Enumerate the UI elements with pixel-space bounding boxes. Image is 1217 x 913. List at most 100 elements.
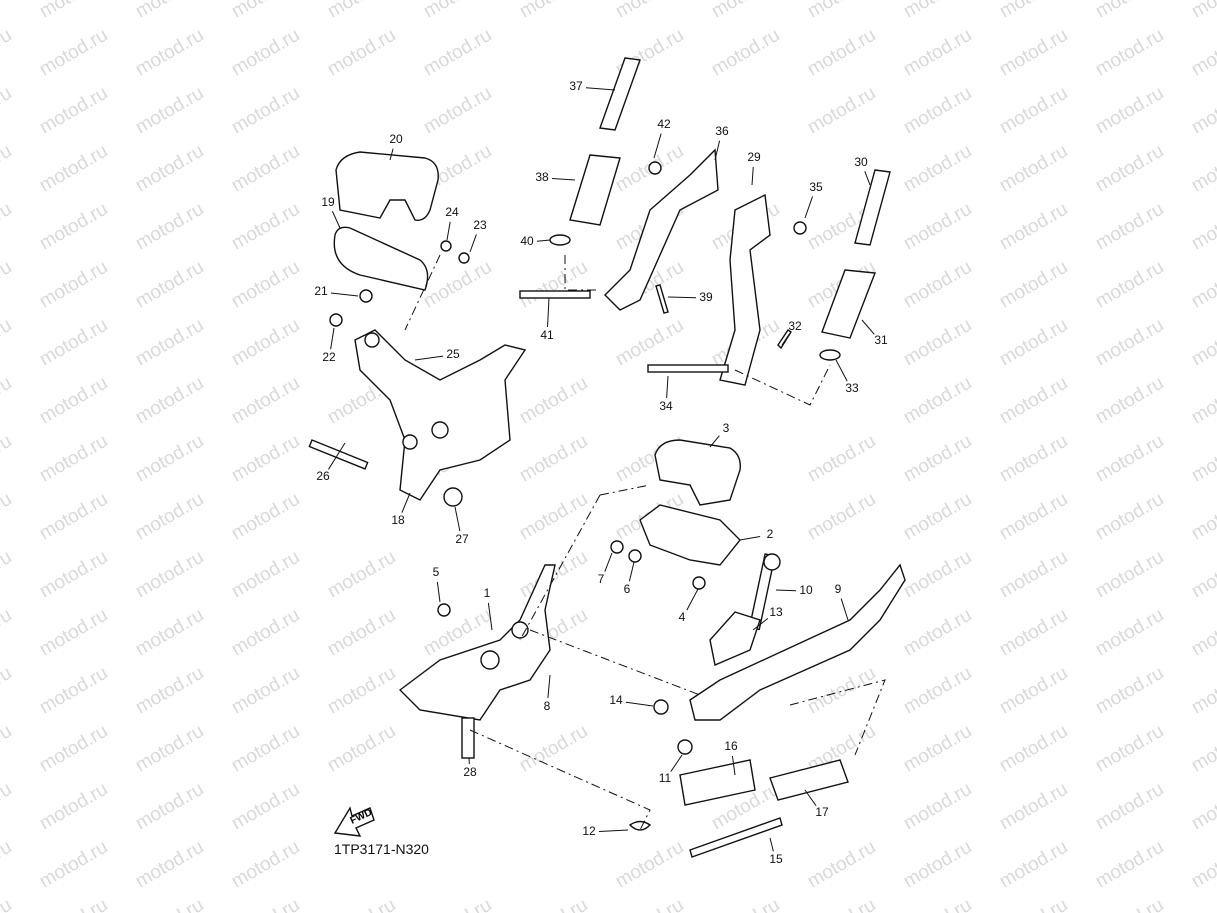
part-number-32: 32 xyxy=(788,319,802,333)
leader-line xyxy=(804,196,814,219)
bracket-29 xyxy=(719,193,771,386)
bolt-26 xyxy=(308,439,369,470)
leader-line xyxy=(598,829,629,833)
part-number-33: 33 xyxy=(845,381,859,395)
leader-line xyxy=(714,140,721,161)
part-number-10: 10 xyxy=(799,583,813,597)
leader-line xyxy=(751,166,754,186)
part-number-13: 13 xyxy=(769,605,783,619)
washer-33 xyxy=(819,349,841,361)
part-number-6: 6 xyxy=(624,582,631,596)
part-number-38: 38 xyxy=(535,170,549,184)
leader-line xyxy=(709,435,720,448)
part-number-11: 11 xyxy=(659,771,672,785)
part-number-29: 29 xyxy=(747,150,761,164)
nut-4 xyxy=(692,576,706,590)
part-number-20: 20 xyxy=(389,132,403,146)
part-number-25: 25 xyxy=(446,347,460,361)
bolt-22 xyxy=(329,313,343,327)
cotter-pin-32 xyxy=(777,329,792,350)
bolt-5 xyxy=(437,603,451,617)
washer-40 xyxy=(549,234,571,246)
pin-34 xyxy=(647,364,729,373)
leader-line xyxy=(547,674,551,699)
leader-line xyxy=(414,355,444,361)
leader-line xyxy=(804,789,817,807)
leader-line xyxy=(840,598,849,621)
part-number-9: 9 xyxy=(835,582,842,596)
bolt-head xyxy=(763,553,781,571)
leader-line xyxy=(454,506,461,532)
part-number-18: 18 xyxy=(391,513,405,527)
bracket-1 xyxy=(398,564,556,721)
leader-line xyxy=(604,552,613,572)
leader-line xyxy=(864,171,871,186)
spring-16 xyxy=(679,759,756,806)
bolt-hole xyxy=(431,421,449,439)
part-number-16: 16 xyxy=(724,739,738,753)
grip-38 xyxy=(569,154,621,226)
leader-line xyxy=(686,588,699,611)
part-number-42: 42 xyxy=(657,117,671,131)
leader-line xyxy=(769,837,774,852)
clip-23 xyxy=(458,252,470,264)
part-number-39: 39 xyxy=(699,290,713,304)
leader-line xyxy=(328,442,346,470)
leader-line xyxy=(667,296,697,299)
assembly-line xyxy=(404,254,886,831)
part-number-40: 40 xyxy=(520,234,534,248)
part-number-36: 36 xyxy=(715,124,729,138)
part-number-24: 24 xyxy=(445,205,459,219)
part-number-7: 7 xyxy=(598,572,605,586)
sidestand-9 xyxy=(689,563,906,721)
part-number-41: 41 xyxy=(540,328,554,342)
leader-line xyxy=(835,359,848,382)
part-number-2: 2 xyxy=(767,527,774,541)
diagram-code: 1TP3171-N320 xyxy=(334,841,429,857)
callouts: 1234567891011121314151617181920212223242… xyxy=(314,79,888,866)
part-number-17: 17 xyxy=(815,805,829,819)
part-number-28: 28 xyxy=(463,765,477,779)
bolt-42 xyxy=(648,161,662,175)
part-number-12: 12 xyxy=(582,824,596,838)
boss xyxy=(480,650,500,670)
leader-line xyxy=(330,292,359,297)
leader-line xyxy=(775,589,797,592)
washer-7 xyxy=(610,540,624,554)
leader-line xyxy=(446,221,451,241)
leader-line xyxy=(861,319,875,335)
part-number-3: 3 xyxy=(723,421,730,435)
part-number-4: 4 xyxy=(679,610,686,624)
part-number-21: 21 xyxy=(314,284,328,298)
clip-12 xyxy=(628,820,652,831)
leader-line xyxy=(731,755,736,776)
nut-11 xyxy=(677,739,693,755)
part-number-26: 26 xyxy=(316,469,330,483)
leader-line xyxy=(389,148,394,161)
leader-line xyxy=(401,492,411,513)
footrest-bracket-19 xyxy=(333,226,429,291)
leader-line xyxy=(628,561,635,582)
leader-line xyxy=(547,297,550,328)
footrest-2 xyxy=(639,504,741,566)
leader-line xyxy=(653,133,662,159)
leader-line xyxy=(331,210,341,229)
part-number-14: 14 xyxy=(609,693,623,707)
leader-line xyxy=(781,334,790,346)
part-number-8: 8 xyxy=(544,699,551,713)
leader-line xyxy=(436,581,441,603)
leader-line xyxy=(585,87,616,91)
leader-line xyxy=(330,327,335,350)
pin-37 xyxy=(599,57,641,131)
leader-line xyxy=(487,602,493,631)
clip-6 xyxy=(628,549,642,563)
leader-line xyxy=(752,617,769,631)
collar-14 xyxy=(653,699,669,715)
leader-line xyxy=(551,178,576,181)
part-number-35: 35 xyxy=(809,180,823,194)
grip-31 xyxy=(821,269,876,339)
footrest-bracket-18 xyxy=(354,329,527,501)
bracket-36 xyxy=(604,148,719,311)
